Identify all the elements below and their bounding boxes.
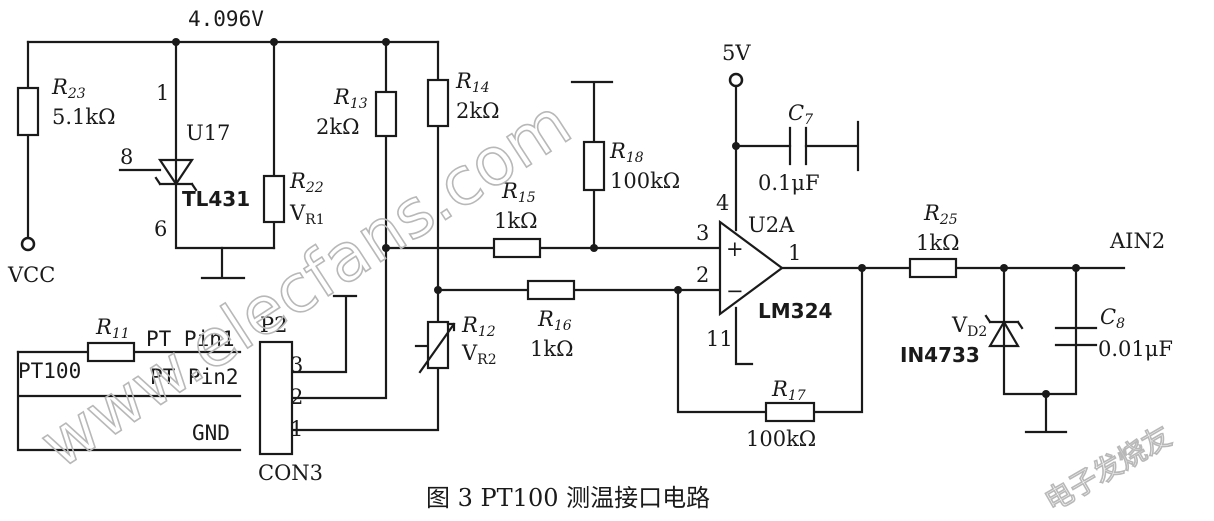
r11-ref: R11	[95, 315, 130, 342]
r13-ref: R13	[333, 85, 368, 112]
r25-value: 1kΩ	[916, 231, 960, 255]
r15-body	[492, 237, 542, 259]
r16-body	[526, 279, 576, 301]
r16-value: 1kΩ	[530, 337, 574, 361]
u2a-plus: +	[726, 237, 744, 261]
ref-voltage-label: 4.096V	[188, 7, 264, 31]
r12-alias: VR2	[461, 341, 497, 368]
p2-pin3: 3	[290, 353, 303, 377]
vd2-zener-symbol	[984, 314, 1024, 348]
r18-ref: R18	[609, 139, 644, 166]
gnd-label: GND	[192, 421, 230, 445]
c8-value: 0.01μF	[1098, 337, 1173, 361]
figure-caption: 图 3 PT100 测温接口电路	[426, 484, 710, 512]
r23-value: 5.1kΩ	[52, 105, 116, 129]
u2a-minus: −	[726, 279, 744, 303]
pt100-label: PT100	[18, 359, 81, 383]
p2-pin2: 2	[290, 385, 303, 409]
r16-ref: R16	[537, 307, 572, 334]
c7-ref: C7	[788, 101, 813, 128]
vcc-terminal	[20, 236, 36, 252]
pt-pin2-label: PT Pin2	[150, 365, 239, 389]
r23-body	[16, 86, 40, 137]
c7-value: 0.1μF	[758, 171, 820, 195]
r14-value: 2kΩ	[456, 99, 500, 123]
r12-ref: R12	[461, 313, 496, 340]
r12-wiper-arrow	[418, 322, 456, 374]
p2-part: CON3	[258, 461, 323, 485]
r13-body	[374, 90, 398, 138]
p2-connector-body	[258, 340, 294, 456]
ain2-label: AIN2	[1109, 229, 1165, 253]
u2a-pin3: 3	[696, 221, 709, 245]
r15-value: 1kΩ	[494, 209, 538, 233]
u2a-name: U2A	[748, 213, 795, 237]
c7-symbol	[788, 126, 808, 166]
u17-pin6: 6	[154, 217, 167, 241]
c8-ref: C8	[1100, 305, 1125, 332]
junction-dots	[172, 38, 1080, 398]
r22-ref: R22	[289, 169, 324, 196]
wires	[16, 40, 1126, 452]
r17-value: 100kΩ	[746, 427, 816, 451]
r23-ref: R23	[51, 75, 86, 102]
r17-ref: R17	[771, 377, 806, 404]
r18-value: 100kΩ	[610, 169, 680, 193]
u2a-pin4: 4	[716, 191, 729, 215]
r14-ref: R14	[455, 69, 490, 96]
five-v-terminal	[728, 72, 744, 88]
watermark-url: www.elecfans.com	[27, 84, 584, 483]
pt-pin1-label: PT Pin1	[146, 327, 235, 351]
u17-pin1: 1	[156, 81, 169, 105]
vd2-ref: VD2	[951, 313, 987, 340]
u2a-pin2: 2	[696, 263, 709, 287]
watermark-cn: 电子发烧友	[1039, 419, 1177, 518]
u2a-part: LM324	[758, 299, 832, 323]
r14-body	[426, 78, 450, 128]
u2a-pin1: 1	[788, 241, 801, 265]
r17-body	[764, 401, 816, 423]
u17-pin8: 8	[120, 145, 133, 169]
r13-value: 2kΩ	[316, 115, 360, 139]
p2-pin1: 1	[290, 417, 303, 441]
u17-part: TL431	[182, 187, 250, 211]
tl431-symbol	[154, 158, 198, 192]
r15-ref: R15	[501, 179, 536, 206]
u17-name: U17	[186, 121, 230, 145]
p2-name: P2	[260, 313, 288, 337]
vcc-label: VCC	[7, 263, 55, 287]
r11-body	[86, 341, 136, 363]
r22-body	[262, 174, 286, 224]
u2a-opamp-symbol	[718, 219, 784, 317]
five-v-label: 5V	[722, 41, 751, 65]
r25-ref: R25	[923, 201, 958, 228]
r25-body	[908, 257, 958, 279]
r22-alias: VR1	[289, 201, 325, 228]
labels: 4.096V VCC 5V R23 5.1kΩ 1 U17 8 TL431 6 …	[7, 7, 1173, 512]
r18-body	[582, 140, 606, 192]
c8-symbol	[1054, 326, 1098, 347]
u2a-pin11: 11	[706, 327, 733, 351]
vd2-part: IN4733	[900, 343, 980, 367]
